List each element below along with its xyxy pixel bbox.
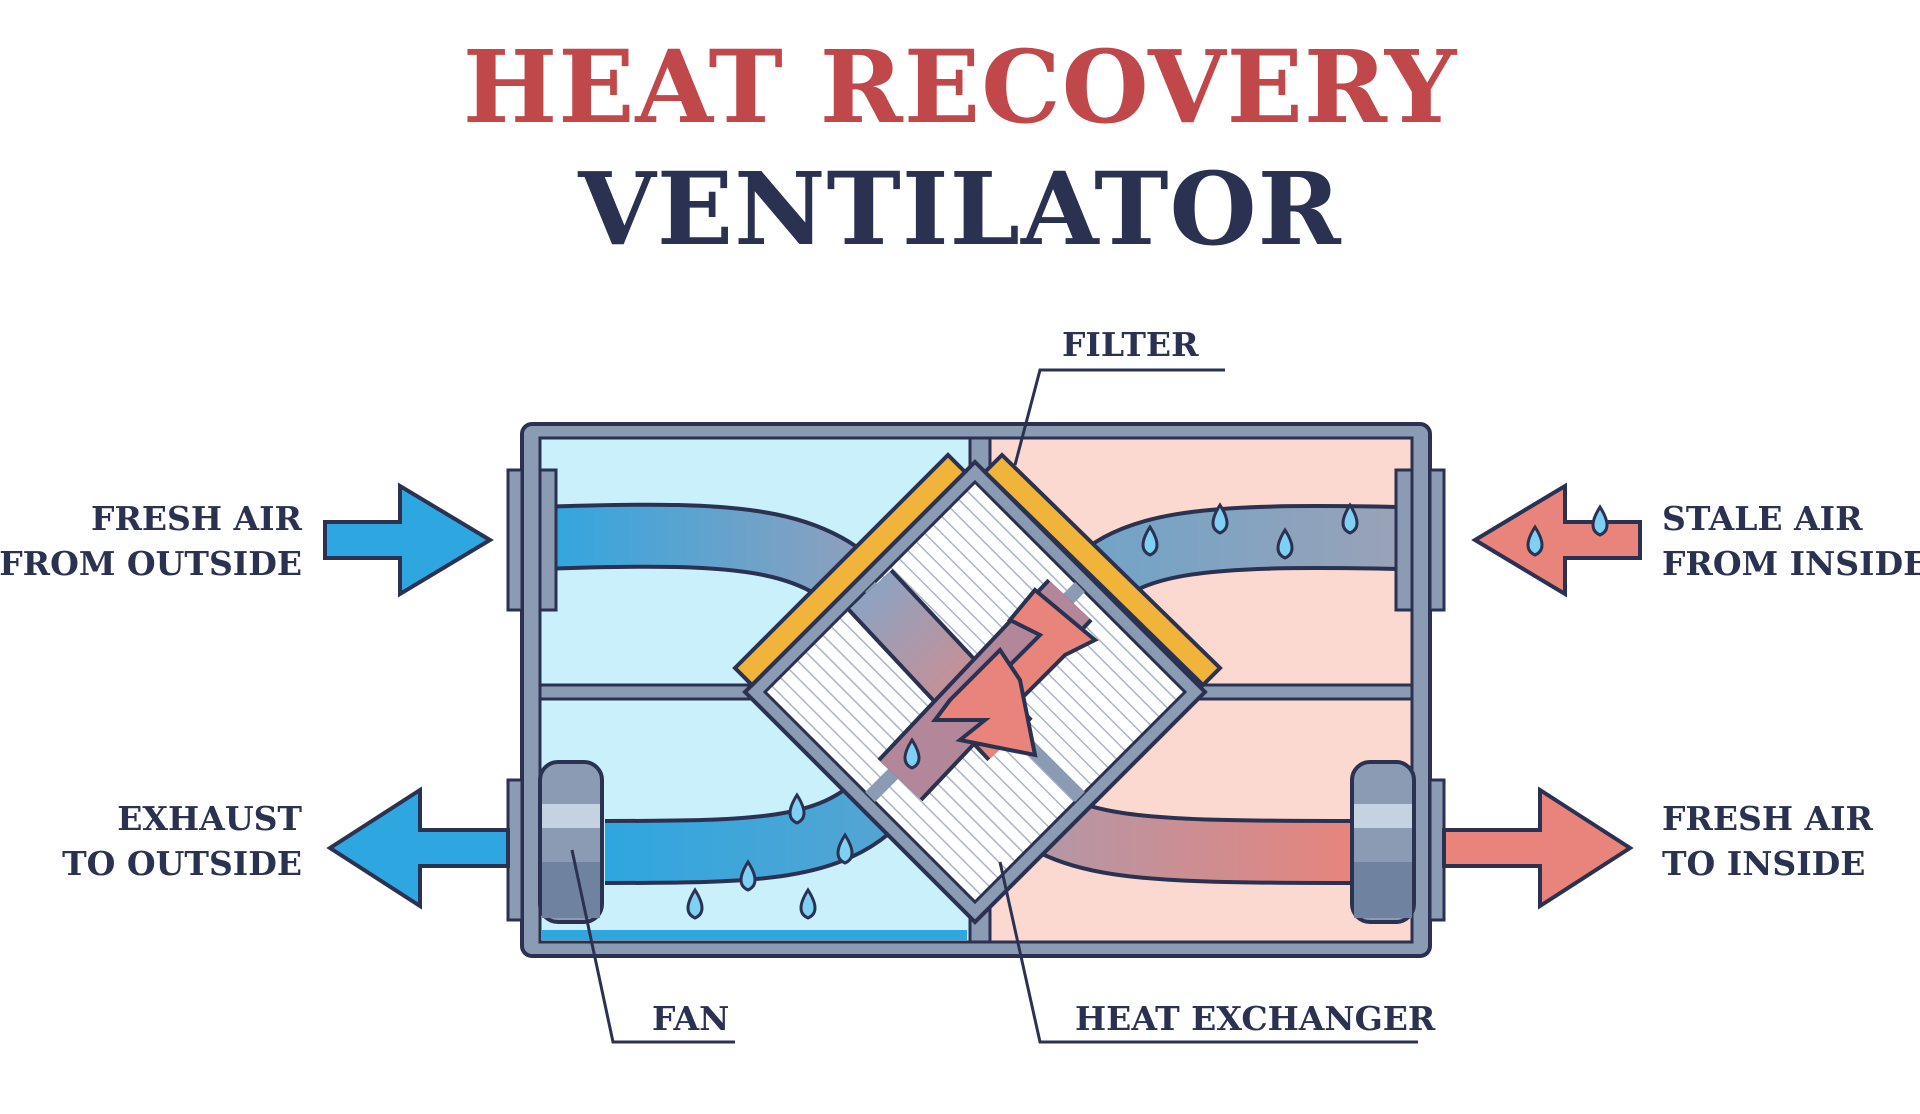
droplet [1276, 527, 1294, 560]
label-stale-air-inside-2: FROM INSIDE [1662, 544, 1920, 583]
droplet [1341, 502, 1359, 535]
label-heat-exchanger: HEAT EXCHANGER [1075, 999, 1436, 1038]
title-ventilator: VENTILATOR [578, 150, 1342, 268]
droplet [903, 737, 921, 770]
droplet [799, 887, 817, 920]
arrow-fresh-in-core [931, 646, 1038, 758]
label-fresh-air-outside-2: FROM OUTSIDE [0, 544, 302, 583]
label-fresh-inside-1: FRESH AIR [1662, 799, 1874, 838]
label-fresh-air-outside-1: FRESH AIR [91, 499, 303, 538]
fan-right [1350, 760, 1416, 924]
arrow-fresh-from-outside [323, 482, 494, 598]
core-arrows [931, 587, 1099, 758]
arrow-fresh-to-inside [1442, 786, 1634, 910]
filters [732, 452, 1223, 688]
droplet [1591, 504, 1609, 537]
label-stale-air-inside-1: STALE AIR [1662, 499, 1863, 538]
droplet [1141, 524, 1159, 557]
water-droplets [686, 502, 1609, 920]
droplet [739, 859, 757, 892]
port-flanges [506, 468, 1446, 922]
label-filter: FILTER [1062, 325, 1199, 364]
external-arrows [323, 482, 1642, 910]
droplet [788, 792, 806, 825]
label-exhaust-2: TO OUTSIDE [62, 844, 302, 883]
leader-lines [570, 368, 1418, 1044]
filter-right [982, 452, 1223, 688]
label-fan: FAN [652, 999, 729, 1038]
droplet [686, 887, 704, 920]
label-fresh-inside-2: TO INSIDE [1662, 844, 1865, 883]
droplet [1211, 502, 1229, 535]
droplet [836, 832, 854, 865]
filter-left [732, 452, 968, 688]
droplet [1526, 524, 1544, 557]
arrow-stale-from-inside [1471, 482, 1642, 598]
title-heat-recovery: HEAT RECOVERY [462, 28, 1458, 146]
arrow-exhaust-to-outside [326, 786, 510, 910]
fan-left [538, 760, 604, 924]
label-exhaust-1: EXHAUST [117, 799, 302, 838]
